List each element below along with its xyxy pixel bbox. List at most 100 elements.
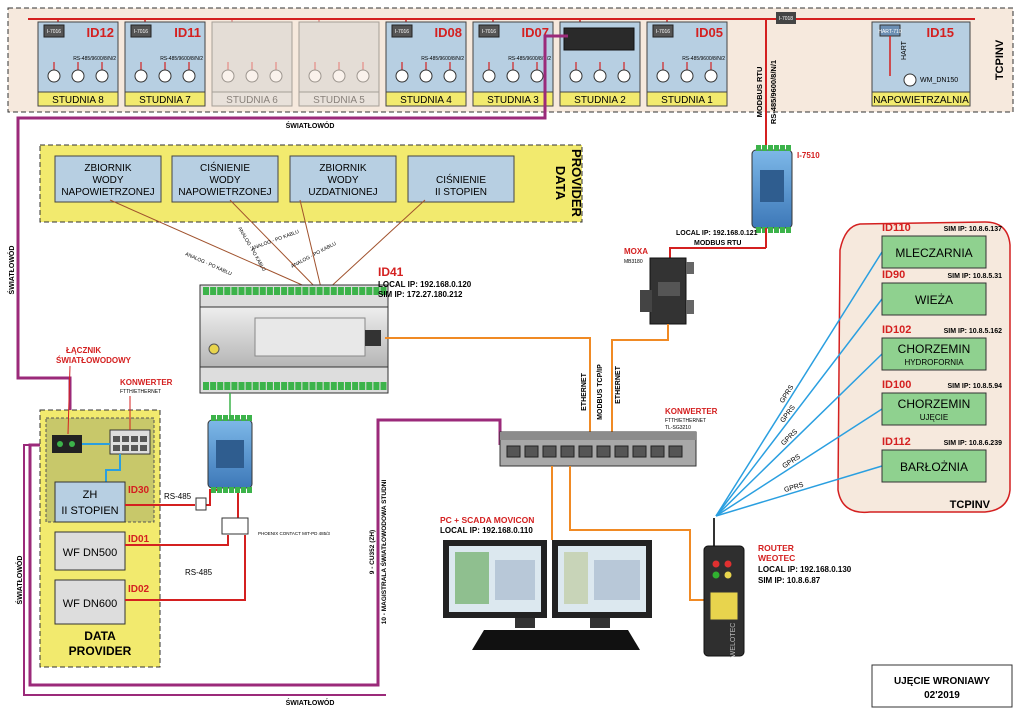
plc-terminal bbox=[373, 287, 380, 295]
well-device bbox=[652, 24, 674, 38]
switch-port bbox=[596, 445, 611, 458]
well-sensor bbox=[95, 69, 109, 83]
data-provider-box-line: WODY bbox=[209, 175, 240, 186]
well-device bbox=[478, 24, 500, 38]
data-provider-box-line: CIŚNIENIE bbox=[200, 161, 250, 174]
i7-terminal bbox=[217, 415, 222, 421]
fiber-link-title-1: ŁĄCZNIK bbox=[66, 346, 101, 355]
data-provider-boxes: ZBIORNIKWODYNAPOWIETRZONEJCIŚNIENIEWODYN… bbox=[54, 155, 515, 203]
plc-terminal bbox=[259, 382, 266, 390]
moxa-label: MOXA bbox=[624, 247, 648, 256]
well-sensor bbox=[656, 69, 670, 83]
well-sensor bbox=[482, 69, 496, 83]
ethernet-label-1: ETHERNET bbox=[581, 372, 588, 410]
i7-terminal bbox=[247, 415, 252, 421]
plc-local-ip: LOCAL IP: 192.168.0.120 bbox=[378, 280, 472, 289]
well-4: STUDNIA 5 bbox=[298, 19, 380, 107]
well-3: STUDNIA 6 bbox=[211, 19, 293, 107]
remote-site-box bbox=[881, 337, 987, 371]
plc-terminal bbox=[337, 287, 344, 295]
well-sensor bbox=[569, 69, 583, 83]
converter-i7-device bbox=[207, 415, 253, 493]
data-provider-box-line: CIŚNIENIE bbox=[436, 173, 486, 186]
bus-device-i7018: I-7018 bbox=[776, 12, 796, 24]
well-link-label: RS-485/9600/8/N/2 bbox=[421, 56, 464, 62]
data-provider-box-frame bbox=[407, 155, 515, 203]
moxa-device bbox=[640, 257, 694, 325]
plc-terminal bbox=[337, 382, 344, 390]
plc-terminal bbox=[330, 382, 337, 390]
switch-port bbox=[614, 445, 629, 458]
remote-site-id: ID112 bbox=[882, 436, 911, 448]
plc-terminal bbox=[281, 287, 288, 295]
data-provider-bottom-title-1: DATA bbox=[84, 629, 116, 643]
plc-sim-ip: SIM IP: 172.27.180.212 bbox=[378, 290, 463, 299]
plc-terminal bbox=[224, 287, 231, 295]
i7510-terminal bbox=[786, 145, 791, 151]
remote-site-id: ID100 bbox=[882, 379, 911, 391]
plc-terminal bbox=[366, 287, 373, 295]
plc-terminal bbox=[345, 287, 351, 295]
data-provider-box-line: ZBIORNIK bbox=[319, 163, 367, 174]
i7-terminal bbox=[211, 415, 216, 421]
phoenix-module bbox=[221, 517, 249, 535]
aerator-name: NAPOWIETRZALNIA bbox=[873, 95, 969, 106]
plc-terminal bbox=[274, 287, 280, 295]
well-sensor bbox=[182, 69, 196, 83]
modbus-tcpip-label: MODBUS TCP/IP bbox=[597, 364, 604, 420]
wf-dn600-label: WF DN600 bbox=[63, 598, 117, 610]
rs485-label-2: RS-485 bbox=[185, 568, 213, 577]
top-panel-label: TCPINV bbox=[994, 39, 1006, 80]
plc-terminal bbox=[295, 382, 302, 390]
remote-site-name: CHORZEMIN bbox=[898, 397, 971, 411]
well-id: ID08 bbox=[435, 25, 462, 40]
well-device-label: I-7016 bbox=[395, 29, 409, 35]
well-sensor bbox=[443, 69, 457, 83]
plc-terminal bbox=[231, 382, 238, 390]
plc-terminal bbox=[288, 382, 295, 390]
remote-site-sub: HYDROFORNIA bbox=[904, 358, 964, 367]
wf-dn500-label: WF DN500 bbox=[63, 547, 117, 559]
plc-terminal bbox=[330, 287, 337, 295]
plc-terminal bbox=[259, 287, 266, 295]
switch-port bbox=[578, 445, 593, 458]
well-id: ID11 bbox=[174, 25, 201, 40]
plc-terminal bbox=[309, 382, 316, 390]
cable-label-1: 9 - CU352 (ZH) bbox=[369, 530, 376, 574]
modbus-rtu-params: RS-485/9600/8/N/1 bbox=[769, 60, 778, 124]
converter-left-port bbox=[122, 445, 129, 451]
i7510-terminal bbox=[780, 145, 785, 151]
i7510-terminal bbox=[762, 227, 767, 233]
router-brand: WELOTEC bbox=[730, 623, 737, 658]
well-name: STUDNIA 8 bbox=[52, 95, 104, 106]
well-sensor bbox=[158, 69, 172, 83]
plc-terminal bbox=[316, 382, 323, 390]
data-provider-box-line: WODY bbox=[92, 175, 123, 186]
pc-local-ip: LOCAL IP: 192.168.0.110 bbox=[440, 526, 533, 535]
remote-site-sim-ip: SIM IP: 10.8.5.94 bbox=[948, 383, 1003, 390]
ethernet-router-line bbox=[569, 466, 708, 601]
remote-site-name: WIEŻA bbox=[915, 293, 953, 307]
footer-title: UJĘCIE WRONIAWY bbox=[894, 676, 990, 687]
remote-site-box bbox=[881, 235, 987, 269]
converter-left-port bbox=[113, 445, 120, 451]
plc-terminal bbox=[281, 382, 288, 390]
well-name: STUDNIA 5 bbox=[313, 95, 365, 106]
fiber-label-bottom: ŚWIATŁOWÓD bbox=[286, 698, 335, 707]
moxa-model: MB3180 bbox=[624, 259, 643, 265]
router-local-ip: LOCAL IP: 192.168.0.130 bbox=[758, 565, 852, 574]
switch-port bbox=[560, 445, 575, 458]
switch-device bbox=[499, 431, 697, 467]
remote-site-id: ID102 bbox=[882, 324, 911, 336]
i7-terminal bbox=[211, 487, 216, 493]
plc-terminal bbox=[274, 382, 280, 390]
fiber-line-bottom-2 bbox=[23, 444, 386, 696]
i7510-terminal bbox=[774, 227, 779, 233]
well-id: ID12 bbox=[87, 25, 114, 40]
